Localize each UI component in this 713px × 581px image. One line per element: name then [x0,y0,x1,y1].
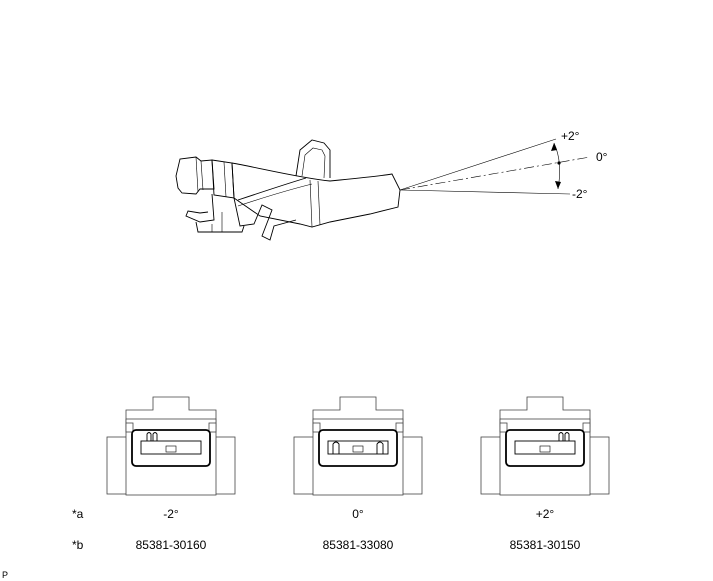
part-number-2: 85381-33080 [323,538,394,552]
angle-value-3: +2° [536,507,555,521]
washer-nozzle-illustration [175,139,401,241]
zero-angle-line [399,156,591,191]
row-label-angle: *a [72,507,84,521]
front-view-3 [480,396,610,496]
front-view-2 [293,396,423,496]
spray-angle-indicator: +2° 0° -2° [399,129,608,201]
part-number-1: 85381-30160 [136,538,207,552]
plus-angle-line [399,138,557,191]
arrow-up-icon [551,143,557,151]
arrow-down-icon [555,181,561,189]
minus-angle-line [399,189,571,195]
nozzle-front-views [106,396,610,496]
row-label-part: *b [72,538,84,552]
angle-value-1: -2° [163,507,179,521]
zero-angle-label: 0° [596,150,608,164]
plus-angle-label: +2° [561,129,580,143]
front-view-1 [106,396,236,496]
pivot-dot [557,161,561,165]
angle-value-2: 0° [352,507,364,521]
corner-mark: P [2,570,8,580]
minus-angle-label: -2° [572,187,588,201]
part-number-3: 85381-30150 [510,538,581,552]
